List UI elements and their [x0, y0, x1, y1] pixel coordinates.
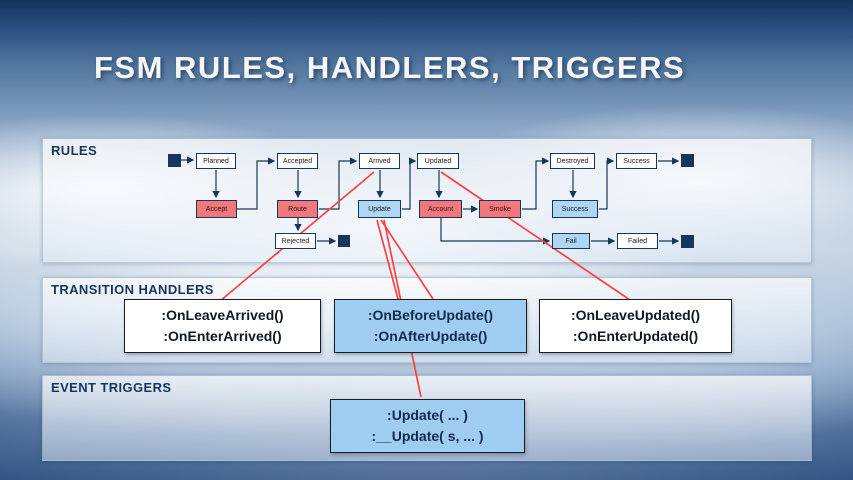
state-arrived: Arrived — [359, 153, 400, 169]
trigger-line: :__Update( s, ... ) — [371, 428, 484, 444]
transition-fail: Fail — [552, 233, 590, 249]
rules-panel-label: RULES — [51, 143, 98, 158]
slide-title: FSM RULES, HANDLERS, TRIGGERS — [94, 50, 686, 85]
fsm-end-node-top — [681, 154, 694, 167]
state-success: Success — [616, 153, 657, 169]
handler-line: :OnLeaveArrived() — [161, 307, 284, 323]
transition-accept: Accept — [196, 200, 237, 218]
state-planned: Planned — [196, 153, 236, 169]
handler-line: :OnAfterUpdate() — [373, 328, 488, 344]
handler-box-updated: :OnLeaveUpdated() :OnEnterUpdated() — [539, 299, 732, 353]
trigger-line: :Update( ... ) — [387, 407, 468, 423]
transition-success: Success — [552, 200, 598, 218]
transition-update: Update — [358, 200, 401, 218]
handler-box-arrived: :OnLeaveArrived() :OnEnterArrived() — [124, 299, 321, 353]
handler-box-update: :OnBeforeUpdate() :OnAfterUpdate() — [334, 299, 527, 353]
fsm-start-node — [168, 154, 181, 167]
state-destroyed: Destroyed — [550, 153, 595, 169]
trigger-box-update: :Update( ... ) :__Update( s, ... ) — [330, 399, 525, 453]
handler-line: :OnEnterUpdated() — [572, 328, 699, 344]
handler-line: :OnEnterArrived() — [163, 328, 282, 344]
handler-line: :OnLeaveUpdated() — [570, 307, 701, 323]
fsm-end-node-bottom — [681, 235, 694, 248]
state-accepted: Accepted — [277, 153, 318, 169]
fsm-end-node-rejected — [338, 235, 350, 247]
state-failed: Failed — [617, 233, 658, 249]
transition-route: Route — [277, 200, 318, 218]
event-triggers-label: EVENT TRIGGERS — [51, 380, 172, 395]
state-rejected: Rejected — [275, 233, 316, 249]
transition-account: Account — [419, 200, 462, 218]
state-updated: Updated — [417, 153, 459, 169]
transition-smoke: Smoke — [479, 200, 521, 218]
handler-line: :OnBeforeUpdate() — [367, 307, 494, 323]
transition-handlers-label: TRANSITION HANDLERS — [51, 282, 214, 297]
